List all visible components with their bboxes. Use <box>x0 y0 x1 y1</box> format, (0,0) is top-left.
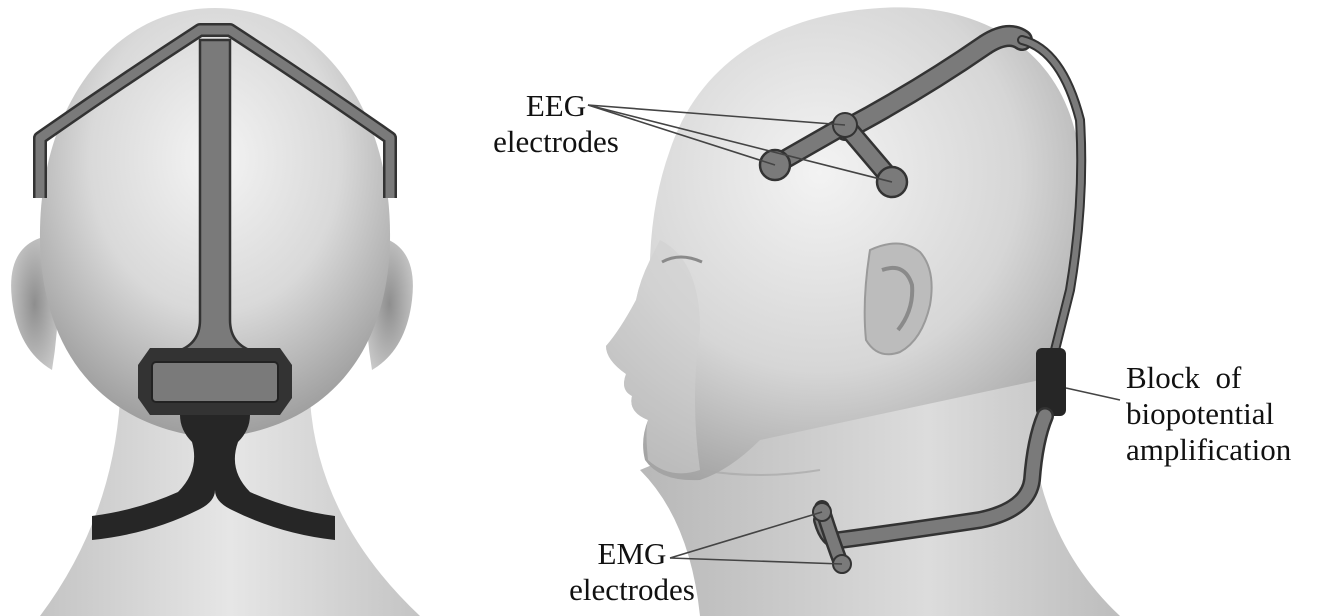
side-amplifier-block <box>1036 348 1066 416</box>
emg-electrodes-label: EMG electrodes <box>544 536 720 608</box>
emg-label-line2: electrodes <box>544 572 720 608</box>
block-label-line3: amplification <box>1126 432 1316 468</box>
back-amplifier-panel <box>152 362 278 402</box>
block-label-line1: Block of <box>1126 360 1316 396</box>
eeg-label-line2: electrodes <box>468 124 644 160</box>
block-leader <box>1066 388 1120 400</box>
eeg-electrodes-label: EEG electrodes <box>468 88 644 160</box>
amplification-block-label: Block of biopotential amplification <box>1126 360 1316 468</box>
emg-label-line1: EMG <box>544 536 720 572</box>
block-label-line2: biopotential <box>1126 396 1316 432</box>
eeg-label-line1: EEG <box>468 88 644 124</box>
side-view-head <box>606 7 1120 616</box>
